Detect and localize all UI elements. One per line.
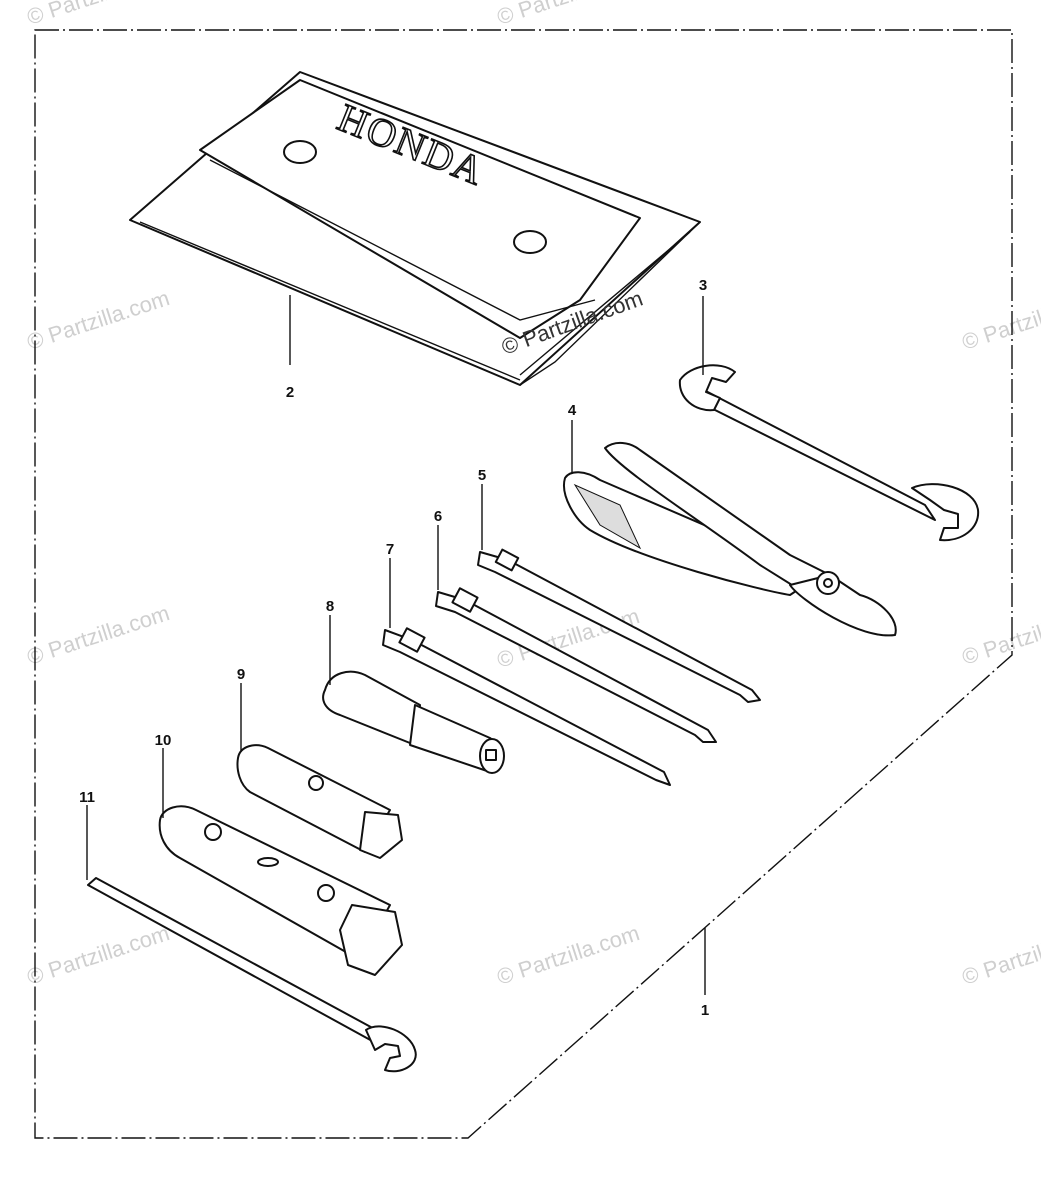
screwdriver-5 bbox=[477, 548, 761, 703]
watermark: © Partzilla.com bbox=[959, 600, 1041, 670]
screwdriver-7 bbox=[382, 627, 671, 786]
callout-1: 1 bbox=[701, 1002, 709, 1019]
pliers bbox=[563, 442, 897, 637]
callouts: 2 3 4 5 6 7 8 9 10 11 1 bbox=[79, 277, 709, 1019]
assembly-outline bbox=[34, 29, 1013, 1139]
open-end-wrench bbox=[678, 364, 980, 542]
watermark: © Partzilla.com bbox=[24, 285, 173, 355]
callout-11: 11 bbox=[79, 789, 95, 806]
callout-6: 6 bbox=[434, 508, 442, 525]
callout-2: 2 bbox=[286, 384, 294, 401]
callout-5: 5 bbox=[478, 467, 486, 484]
callout-9: 9 bbox=[237, 666, 245, 683]
callout-8: 8 bbox=[326, 598, 334, 615]
callout-4: 4 bbox=[568, 402, 577, 419]
screwdriver-handle bbox=[322, 670, 505, 774]
watermark: © Partzilla.com bbox=[24, 0, 173, 30]
screwdriver-6 bbox=[435, 587, 717, 743]
watermark: © Partzilla.com bbox=[959, 920, 1041, 990]
leader-lines bbox=[86, 295, 706, 995]
tool-bag: HONDA bbox=[129, 71, 701, 386]
box-wrench-10 bbox=[158, 805, 403, 976]
callout-3: 3 bbox=[699, 277, 707, 294]
watermark: © Partzilla.com bbox=[24, 600, 173, 670]
box-wrench-9 bbox=[236, 744, 403, 859]
watermark: © Partzilla.com bbox=[959, 285, 1041, 355]
handle-bar bbox=[87, 877, 417, 1073]
watermark: © Partzilla.com bbox=[494, 920, 643, 990]
callout-10: 10 bbox=[155, 732, 172, 749]
callout-7: 7 bbox=[386, 541, 394, 558]
watermark: © Partzilla.com bbox=[24, 920, 173, 990]
watermark: © Partzilla.com bbox=[494, 0, 643, 30]
